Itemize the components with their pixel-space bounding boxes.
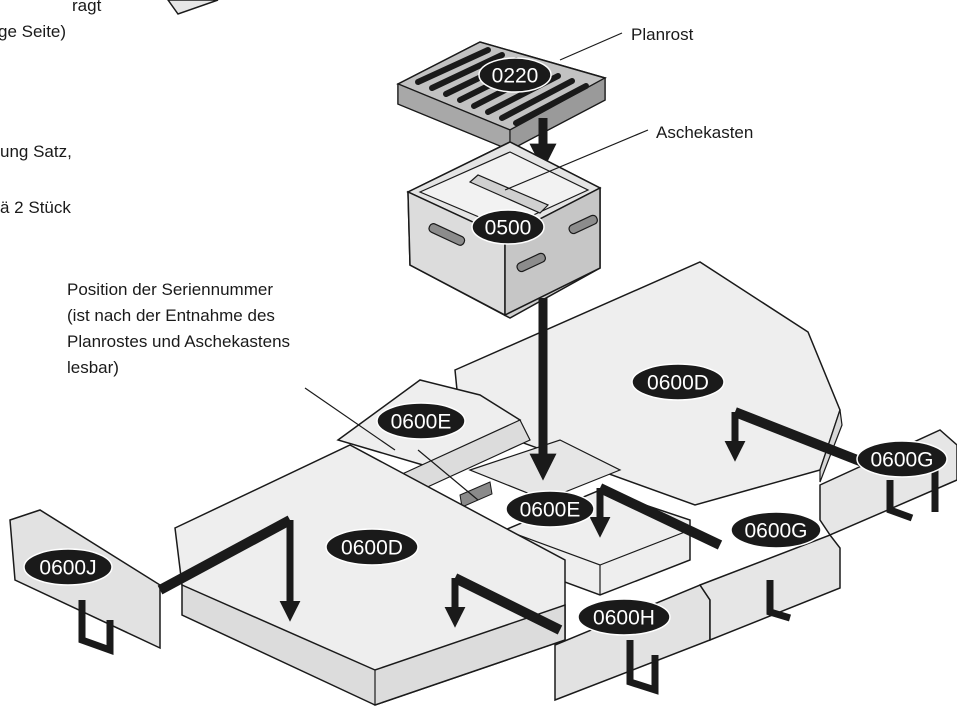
part-badge-0600d-right: 0600D [631, 363, 725, 401]
serial-plate [459, 481, 493, 508]
serial-note-line-3: Planrostes und Aschekastens [67, 332, 290, 351]
svg-text:0600D: 0600D [341, 537, 403, 560]
serial-note-line-1: Position der Seriennummer [67, 280, 273, 299]
part-badge-0220: 0220 [478, 57, 552, 93]
serial-note-line-4: lesbar) [67, 358, 119, 377]
cut-box-corner [167, 0, 219, 15]
part-badge-0600h: 0600H [577, 598, 671, 636]
cut-text-3: ung Satz, [0, 142, 72, 161]
svg-text:0600J: 0600J [39, 557, 96, 580]
svg-text:0600E: 0600E [391, 411, 452, 434]
rails [157, 407, 872, 635]
bar-front [554, 534, 841, 702]
part-badge-0600d-left: 0600D [325, 528, 419, 566]
svg-text:0220: 0220 [492, 65, 539, 88]
grate [396, 41, 607, 151]
planrost-label: Planrost [631, 25, 694, 44]
base-arrows [279, 412, 746, 628]
slab-left [174, 444, 566, 706]
part-badge-0600e-lower: 0600E [505, 490, 595, 528]
leader-lines [304, 32, 649, 501]
svg-text:0500: 0500 [485, 217, 532, 240]
svg-text:0600D: 0600D [647, 372, 709, 395]
svg-text:0600G: 0600G [870, 449, 933, 472]
part-badge-0600g-mid: 0600G [730, 511, 822, 549]
cut-text-4: ä 2 Stück [0, 198, 71, 217]
part-badge-0600g-right: 0600G [856, 440, 948, 478]
cut-text-1: ragt [72, 0, 102, 15]
part-badge-0600e-upper: 0600E [376, 402, 466, 440]
aschekasten-label: Aschekasten [656, 123, 753, 142]
svg-text:0600G: 0600G [744, 520, 807, 543]
serial-note-line-2: (ist nach der Entnahme des [67, 306, 275, 325]
part-badge-0500: 0500 [471, 209, 545, 245]
svg-text:0600E: 0600E [520, 499, 581, 522]
part-badge-0600j: 0600J [23, 548, 113, 586]
svg-text:0600H: 0600H [593, 607, 655, 630]
cut-text-2: ge Seite) [0, 22, 67, 41]
